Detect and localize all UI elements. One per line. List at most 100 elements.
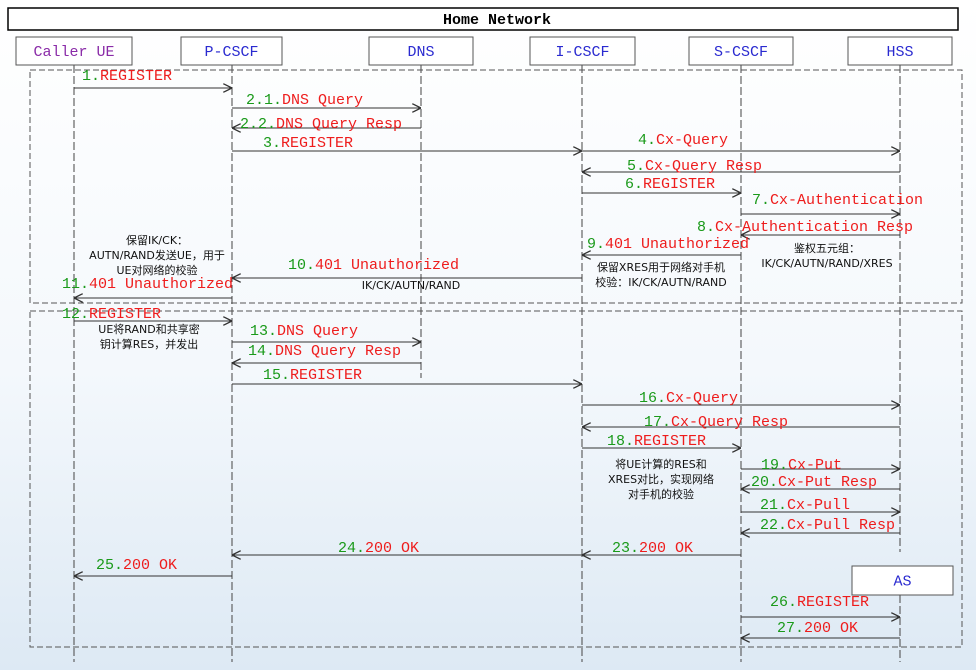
message-label: 20.Cx-Put Resp (751, 474, 877, 491)
message-text: Cx-Put (788, 457, 842, 474)
message-number: 21. (760, 497, 787, 514)
note-line: 钥计算RES，并发出 (100, 337, 199, 351)
message-text: 401 Unauthorized (315, 257, 459, 274)
message-label: 26.REGISTER (770, 594, 869, 611)
entity-dns: DNS (368, 36, 474, 66)
message-23: 22.Cx-Pull Resp (741, 517, 900, 534)
message-number: 25. (96, 557, 123, 574)
annotation-note-2: IK/CK/AUTN/RAND (362, 279, 460, 292)
note-line: 将UE计算的RES和 (615, 457, 707, 471)
message-text: REGISTER (797, 594, 869, 611)
entity-icscf: I-CSCF (529, 36, 636, 66)
message-text: 200 OK (804, 620, 858, 637)
message-text: Cx-Query Resp (671, 414, 788, 431)
entity-box-pcscf (180, 36, 283, 66)
message-label: 9.401 Unauthorized (587, 236, 749, 253)
entity-label-dns: DNS (407, 44, 434, 61)
message-2: 2.1.DNS Query (232, 92, 421, 109)
message-number: 4. (638, 132, 656, 149)
note-line: IK/CK/AUTN/RAND/XRES (761, 257, 892, 270)
message-18: 17.Cx-Query Resp (582, 414, 900, 431)
message-number: 15. (263, 367, 290, 384)
message-label: 8.Cx-Authentication Resp (697, 219, 913, 236)
message-number: 27. (777, 620, 804, 637)
note-line: 鉴权五元组： (794, 241, 860, 255)
message-number: 13. (250, 323, 277, 340)
note-line: 校验：IK/CK/AUTN/RAND (595, 275, 726, 289)
message-number: 2.2. (240, 116, 276, 133)
message-number: 7. (752, 192, 770, 209)
message-label: 25.200 OK (96, 557, 177, 574)
message-9: 8.Cx-Authentication Resp (697, 219, 913, 236)
message-number: 1. (82, 68, 100, 85)
note-line: 保留IK/CK： (126, 233, 188, 247)
message-22: 21.Cx-Pull (741, 497, 900, 514)
diagram-title: Home Network (443, 12, 551, 29)
entity-label-hss: HSS (886, 44, 913, 61)
message-19: 18.REGISTER (582, 433, 741, 450)
message-label: 12.REGISTER (62, 306, 161, 323)
message-number: 11. (62, 276, 89, 293)
message-label: 21.Cx-Pull (760, 497, 850, 514)
message-4: 3.REGISTER (232, 135, 582, 152)
message-12: 11.401 Unauthorized (62, 276, 233, 298)
message-text: Cx-Authentication Resp (715, 219, 913, 236)
message-6: 5.Cx-Query Resp (582, 158, 900, 175)
message-text: DNS Query (282, 92, 363, 109)
entity-pcscf: P-CSCF (180, 36, 283, 66)
message-label: 27.200 OK (777, 620, 858, 637)
message-10: 9.401 Unauthorized (582, 236, 749, 255)
annotation-note-4: 鉴权五元组： IK/CK/AUTN/RAND/XRES (761, 241, 892, 270)
message-number: 22. (760, 517, 787, 534)
message-label: 14.DNS Query Resp (248, 343, 401, 360)
message-13: 12.REGISTER (62, 306, 232, 323)
message-text: REGISTER (281, 135, 353, 152)
message-number: 23. (612, 540, 639, 557)
message-label: 24.200 OK (338, 540, 419, 557)
entity-label-ue: Caller UE (33, 44, 114, 61)
message-15: 14.DNS Query Resp (232, 343, 421, 363)
message-text: Cx-Query (656, 132, 728, 149)
message-3: 2.2.DNS Query Resp (232, 116, 421, 133)
message-text: DNS Query Resp (275, 343, 401, 360)
entity-box-as (851, 565, 954, 596)
message-label: 3.REGISTER (263, 135, 353, 152)
message-text: DNS Query Resp (276, 116, 402, 133)
message-1: 1.REGISTER (74, 68, 232, 88)
message-label: 16.Cx-Query (639, 390, 738, 407)
entity-as: AS (851, 565, 954, 596)
message-label: 18.REGISTER (607, 433, 706, 450)
message-number: 12. (62, 306, 89, 323)
message-number: 2.1. (246, 92, 282, 109)
message-text: Cx-Query Resp (645, 158, 762, 175)
message-label: 7.Cx-Authentication (752, 192, 923, 209)
message-label: 11.401 Unauthorized (62, 276, 233, 293)
message-text: 401 Unauthorized (605, 236, 749, 253)
message-text: Cx-Pull (787, 497, 850, 514)
message-number: 10. (288, 257, 315, 274)
message-number: 5. (627, 158, 645, 175)
entity-label-as: AS (893, 574, 911, 591)
message-text: 200 OK (365, 540, 419, 557)
entity-ue: Caller UE (15, 36, 133, 66)
title-box (7, 7, 959, 31)
message-number: 16. (639, 390, 666, 407)
lifelines (73, 65, 901, 662)
message-label: 22.Cx-Pull Resp (760, 517, 895, 534)
message-number: 14. (248, 343, 275, 360)
message-text: Cx-Authentication (770, 192, 923, 209)
message-14: 13.DNS Query (232, 323, 421, 342)
message-label: 5.Cx-Query Resp (627, 158, 762, 175)
message-26: 25.200 OK (74, 557, 232, 576)
entity-hss: HSS (847, 36, 953, 66)
note-line: UE将RAND和共享密 (98, 322, 199, 336)
message-25: 24.200 OK (232, 540, 582, 557)
message-text: REGISTER (634, 433, 706, 450)
entity-label-icscf: I-CSCF (555, 44, 609, 61)
phase-frame-first-register (29, 69, 963, 304)
message-text: Cx-Put Resp (778, 474, 877, 491)
message-label: 6.REGISTER (625, 176, 715, 193)
